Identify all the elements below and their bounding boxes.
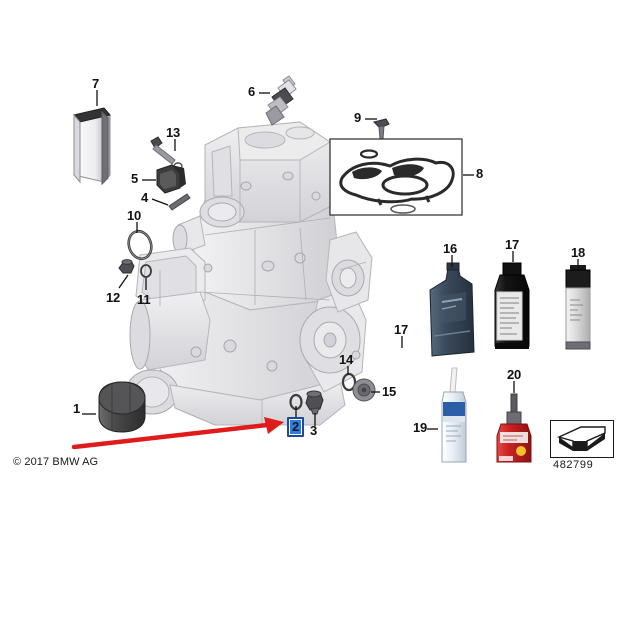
engine-block-assembly [125,121,373,426]
diagram-number: 482799 [553,459,594,471]
part-5-bracket [156,164,186,194]
wedge-arrow-icon [556,426,606,451]
part-15-shaft-seal [352,378,376,402]
callout-7[interactable]: 7 [92,76,100,91]
part-19-sealant-cartridge [441,367,467,463]
callout-5[interactable]: 5 [131,171,139,186]
copyright-notice: © 2017 BMW AG [13,456,99,468]
diagram-canvas: 1 2 3 4 5 6 7 8 9 10 11 12 13 14 15 16 1… [13,75,614,471]
callout-8[interactable]: 8 [476,166,484,181]
orientation-icon-box [550,420,614,458]
part-9-screw [373,118,390,140]
highlight-arrow [71,417,284,450]
part-14-o-ring [341,372,357,392]
callout-2-highlighted[interactable]: 2 [287,417,305,437]
callout-3[interactable]: 3 [310,423,318,438]
callout-20[interactable]: 20 [507,367,522,382]
part-11-o-ring [140,264,152,278]
callout-19[interactable]: 19 [413,420,428,435]
callout-10[interactable]: 10 [127,208,142,223]
part-6-spark-plug [265,75,297,126]
callout-17-secondary[interactable]: 17 [394,322,409,337]
callout-17[interactable]: 17 [505,237,520,252]
part-7-filter-element [73,107,111,186]
callout-11[interactable]: 11 [137,292,151,307]
callout-6[interactable]: 6 [248,84,256,99]
part-4-pin [168,193,191,211]
part-12-sensor-plug [118,259,135,274]
part-13-bolt [150,136,183,170]
part-16-engine-oil-canister [429,262,475,357]
part-3-drain-plug [305,390,324,415]
callout-13[interactable]: 13 [166,125,181,140]
part-20-threadlocker-bottle [496,393,532,463]
part-18-spray-can [565,265,591,350]
callout-15[interactable]: 15 [382,384,397,399]
callout-leader-lines [82,90,579,430]
part-17-coolant-bottle [494,262,530,349]
part-8-gasket-set [329,138,463,216]
part-10-o-ring [127,229,153,261]
callout-1[interactable]: 1 [73,401,81,416]
callout-4[interactable]: 4 [141,190,149,205]
callout-9[interactable]: 9 [354,110,362,125]
callout-18[interactable]: 18 [571,245,586,260]
part-1-rubber-cap [98,381,146,433]
callout-16[interactable]: 16 [443,241,458,256]
callout-14[interactable]: 14 [339,352,354,367]
callout-12[interactable]: 12 [106,290,121,305]
